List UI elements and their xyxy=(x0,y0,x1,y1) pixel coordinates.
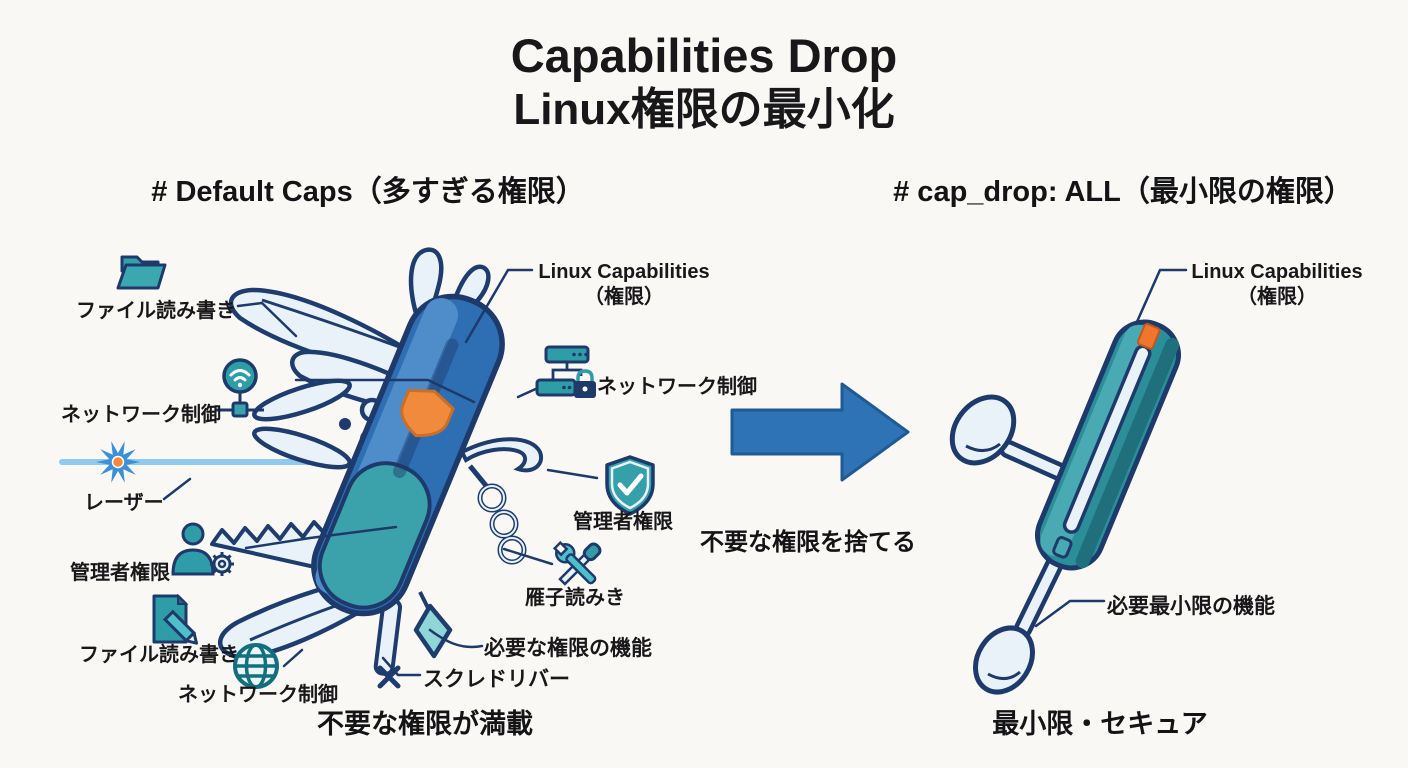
label-network-bottom: ネットワーク制御 xyxy=(178,684,338,706)
leader-admin-right xyxy=(546,468,599,480)
label-linux-caps-right-line2: （権限） xyxy=(1237,286,1317,308)
leader-network-top xyxy=(294,378,476,404)
label-file-rw-top: ファイル読み書き xyxy=(76,300,236,322)
file-pen-icon xyxy=(152,593,198,645)
globe-icon xyxy=(233,643,279,689)
center-caption: 不要な権限を捨てる xyxy=(700,529,916,556)
right-arrow-icon xyxy=(730,382,910,482)
right-caption: 最小限・セキュア xyxy=(992,709,1208,739)
minimal-tool xyxy=(949,319,1181,695)
label-linux-caps-right-line1: Linux Capabilities xyxy=(1191,261,1363,283)
label-network-top: ネットワーク制御 xyxy=(61,404,221,426)
label-screwdriver: スクレドリバー xyxy=(423,668,570,691)
label-laser: レーザー xyxy=(84,492,164,514)
label-admin-left: 管理者権限 xyxy=(70,562,170,584)
label-linux-caps-left: Linux Capabilities （権限） xyxy=(534,260,714,310)
leader-screwdriver xyxy=(381,656,422,677)
leader-admin-left xyxy=(244,525,398,550)
hook-tool xyxy=(459,437,544,473)
teal-pick-tool xyxy=(413,591,453,659)
swiss-army-knife xyxy=(210,247,544,689)
folder-icon xyxy=(116,255,167,290)
leader-network-bottom xyxy=(282,648,304,668)
spoon-lower xyxy=(973,542,1071,695)
leader-linux-caps-left xyxy=(464,268,534,344)
leader-file-rw-top xyxy=(236,301,298,338)
label-linux-caps-right: Linux Capabilities （権限） xyxy=(1182,260,1372,310)
label-tools: 雁子読みき xyxy=(525,587,625,609)
label-admin-right: 管理者権限 xyxy=(573,511,673,533)
label-file-rw-bottom: ファイル読み書き xyxy=(79,644,239,666)
title-line-1: Capabilities Drop xyxy=(510,29,898,82)
title-line-2: Linux権限の最小化 xyxy=(513,85,895,134)
wifi-antenna-icon xyxy=(216,358,264,418)
server-lock-icon xyxy=(535,345,596,398)
minimal-tool-body xyxy=(1035,319,1181,571)
shield-emblem xyxy=(400,388,455,438)
orange-tab xyxy=(1137,322,1161,350)
label-linux-caps-left-line1: Linux Capabilities xyxy=(538,261,710,283)
leader-required-func xyxy=(428,628,484,649)
leader-tools xyxy=(502,547,554,566)
corkscrew-tool xyxy=(468,464,527,565)
wrench-screwdriver-icon xyxy=(552,540,602,586)
knife-body xyxy=(311,293,505,617)
label-required-func: 必要な権限の機能 xyxy=(484,637,652,660)
right-section-header: # cap_drop: ALL（最小限の権限） xyxy=(893,176,1353,208)
shield-check-icon xyxy=(605,455,655,516)
label-min-func: 必要最小限の機能 xyxy=(1107,595,1275,618)
leader-min-func xyxy=(1034,599,1106,628)
label-linux-caps-left-line2: （権限） xyxy=(584,286,664,308)
left-section-header: # Default Caps（多すぎる権限） xyxy=(151,176,585,208)
left-caption: 不要な権限が満載 xyxy=(317,709,533,739)
label-network-right: ネットワーク制御 xyxy=(597,376,757,398)
leader-linux-caps-right xyxy=(1134,268,1188,326)
user-gear-icon xyxy=(171,522,234,576)
leader-laser xyxy=(162,477,192,501)
page-title: Capabilities Drop Linux権限の最小化 xyxy=(0,28,1408,136)
